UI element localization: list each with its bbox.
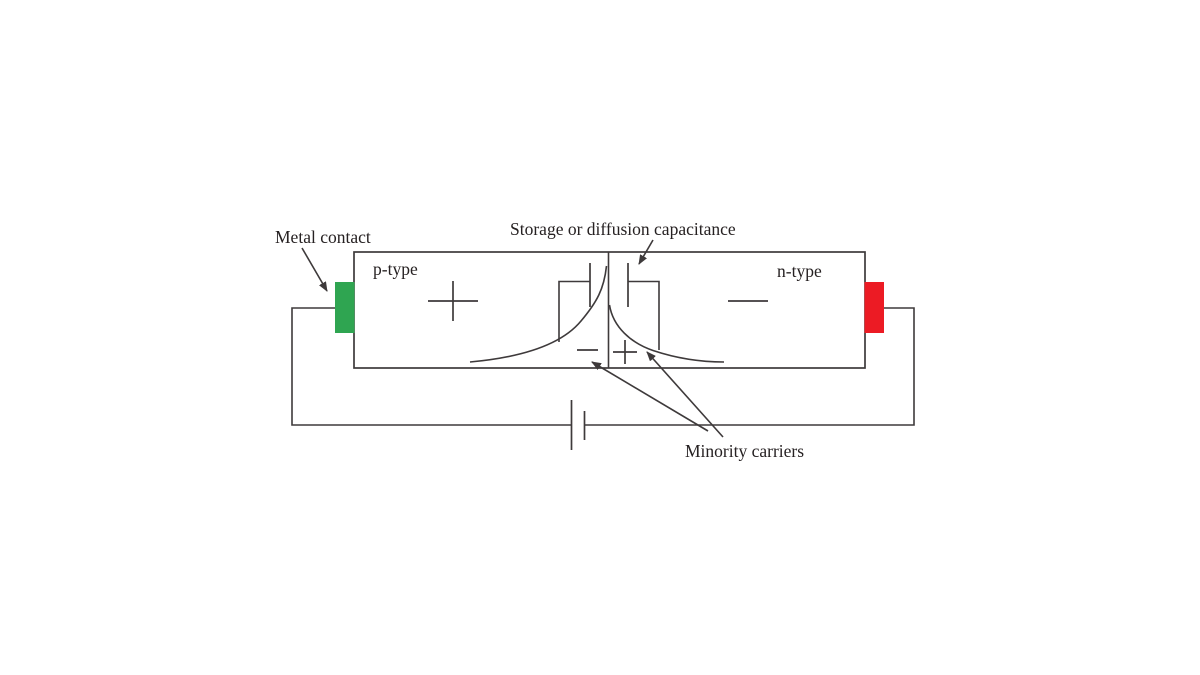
n-type-label: n-type bbox=[777, 261, 822, 281]
depletion-bracket-left bbox=[558, 280, 590, 342]
p-metal-contact bbox=[335, 282, 355, 333]
storage-capacitance-arrow bbox=[638, 239, 654, 265]
junction-plus-symbol bbox=[613, 340, 637, 364]
circuit-wire-right bbox=[584, 307, 915, 426]
minority-carrier-curve-right bbox=[608, 304, 725, 363]
circuit-wire-left bbox=[291, 307, 572, 426]
p-region-plus-symbol bbox=[428, 281, 478, 321]
minority-carriers-arrow-right bbox=[646, 351, 724, 438]
depletion-bracket-right bbox=[628, 280, 660, 350]
minority-carriers-label: Minority carriers bbox=[685, 441, 804, 461]
minority-carriers-arrow-left bbox=[591, 361, 709, 432]
storage-capacitance-label: Storage or diffusion capacitance bbox=[510, 219, 736, 239]
metal-contact-arrow bbox=[301, 247, 328, 292]
battery-icon bbox=[570, 400, 586, 450]
p-type-label: p-type bbox=[373, 259, 418, 279]
minority-carrier-curve-left bbox=[469, 265, 608, 363]
metal-contact-label: Metal contact bbox=[275, 227, 371, 247]
n-metal-contact bbox=[864, 282, 884, 333]
